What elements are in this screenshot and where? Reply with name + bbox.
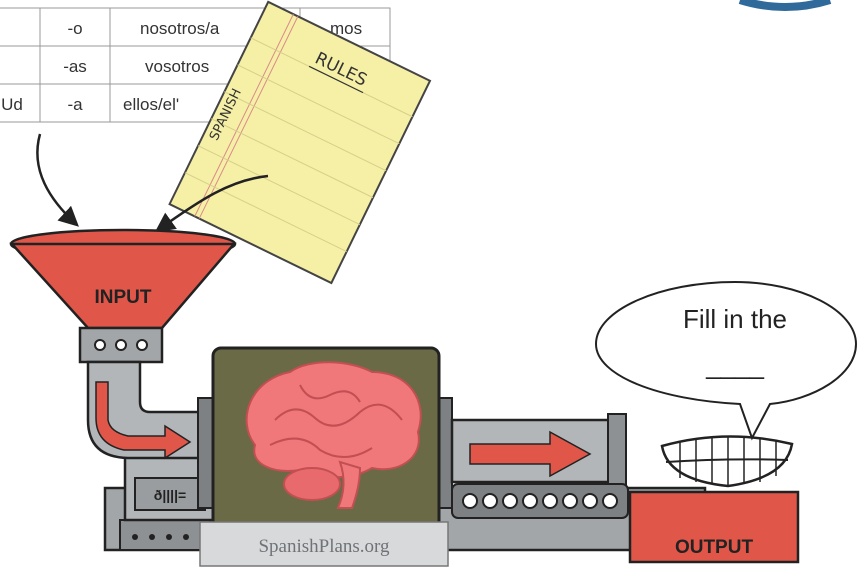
svg-text:ð||||=: ð||||= [154,487,186,503]
watermark-plate: SpanishPlans.org [200,522,448,566]
table-cell-plural: ellos/el' [123,95,179,114]
table-cell-ending: -as [63,57,87,76]
table-cell-subject: Ud [1,95,23,114]
output-label: OUTPUT [675,537,754,558]
speech-bubble: Fill in the ____ [596,282,856,438]
table-cell-plural: nosotros/a [140,19,220,38]
watermark-text: SpanishPlans.org [258,536,390,557]
output-box: OUTPUT [630,492,798,562]
table-cell-plural: vosotros [145,57,209,76]
cropped-logo-arc [740,0,830,7]
input-funnel: INPUT [11,230,235,362]
brain-chamber [198,348,452,548]
speech-text: Fill in the [683,304,787,334]
output-conveyor [452,414,628,518]
speech-blank: ____ [705,350,764,380]
table-cell-ending: -o [67,19,82,38]
teeth-icon [662,436,792,486]
input-label: INPUT [95,287,152,308]
table-cell-ending: -a [67,95,83,114]
input-pipe [88,362,215,458]
arrow-table-to-funnel [37,134,76,224]
